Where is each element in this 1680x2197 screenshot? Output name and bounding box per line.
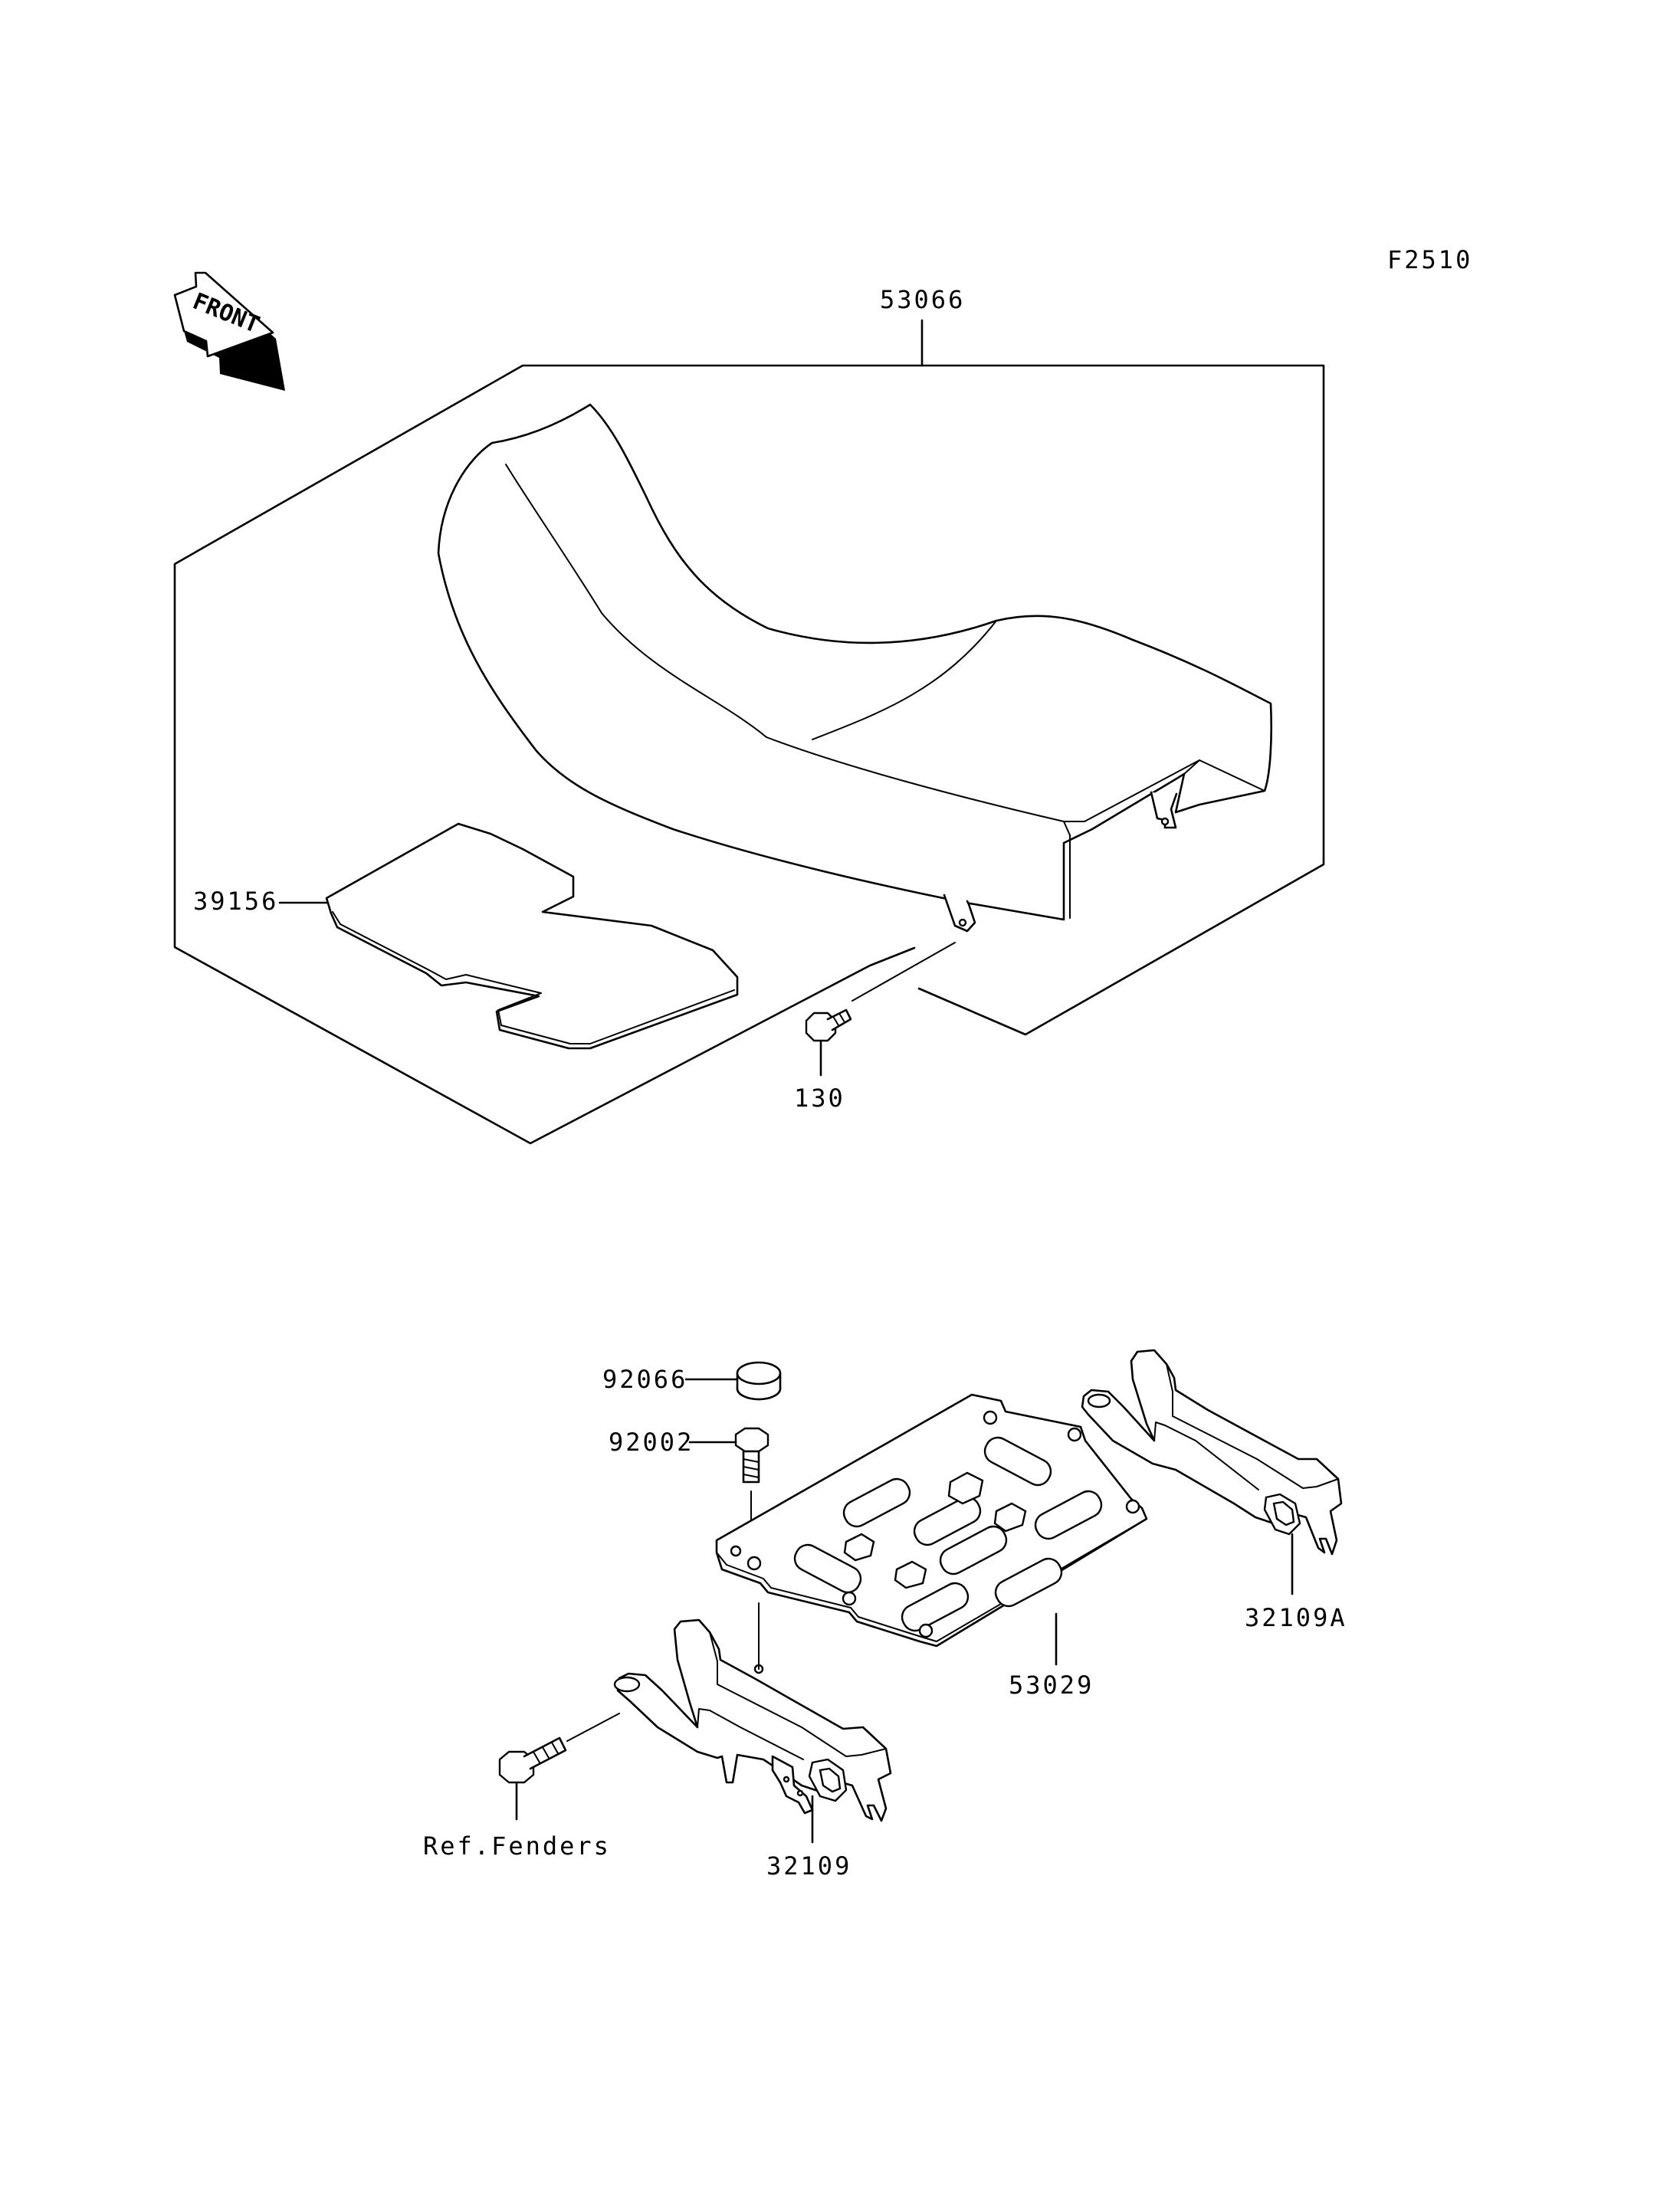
part-number-32109: 32109 — [766, 1851, 851, 1881]
part-number-130: 130 — [794, 1084, 845, 1113]
seat-pad — [325, 822, 739, 1050]
part-number-32109A: 32109A — [1245, 1603, 1347, 1632]
fender-bolt — [498, 1736, 567, 1784]
part-number-53029: 53029 — [1009, 1671, 1094, 1700]
front-arrow-icon: FRONT — [173, 271, 285, 391]
part-number-92002: 92002 — [609, 1428, 694, 1457]
bolt-130-alignment — [851, 942, 956, 1002]
part-number-39156: 39156 — [193, 887, 278, 916]
reference-label: Ref.Fenders — [423, 1831, 611, 1861]
part-number-53066: 53066 — [880, 285, 965, 314]
carrier-plate — [715, 1393, 1148, 1648]
bracket-right — [1081, 1349, 1343, 1556]
cap — [736, 1361, 782, 1401]
assembly-boundary — [173, 364, 1325, 1145]
seat-bolt — [805, 1008, 852, 1042]
part-number-92066: 92066 — [602, 1365, 687, 1394]
figure-code: F2510 — [1387, 245, 1472, 274]
seat — [437, 403, 1273, 933]
rack-bolt — [734, 1427, 769, 1484]
bracket-left — [613, 1618, 892, 1822]
fender-bolt-alignment — [566, 1713, 620, 1742]
